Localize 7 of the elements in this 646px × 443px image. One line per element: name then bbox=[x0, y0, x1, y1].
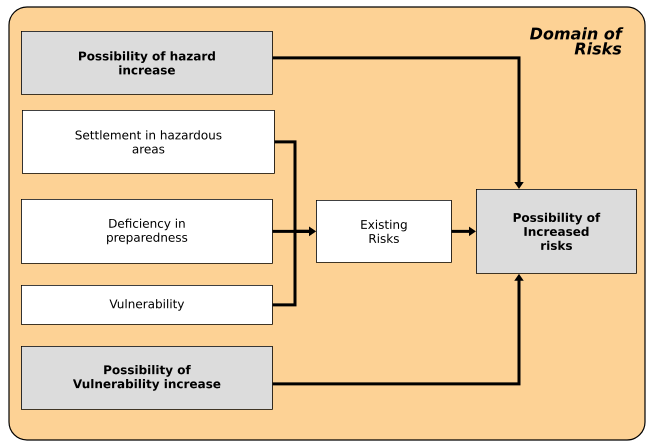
process-box: Settlement in hazardous areas bbox=[22, 110, 275, 174]
process-box: Possibility of hazard increase bbox=[21, 31, 273, 95]
process-box: Possibility of Increased risks bbox=[476, 188, 637, 274]
process-box: Vulnerability bbox=[21, 284, 273, 325]
process-box: Existing Risks bbox=[316, 200, 452, 263]
process-box: Possibility of Vulnerability increase bbox=[21, 346, 273, 410]
process-box: Deficiency in preparedness bbox=[21, 198, 273, 264]
